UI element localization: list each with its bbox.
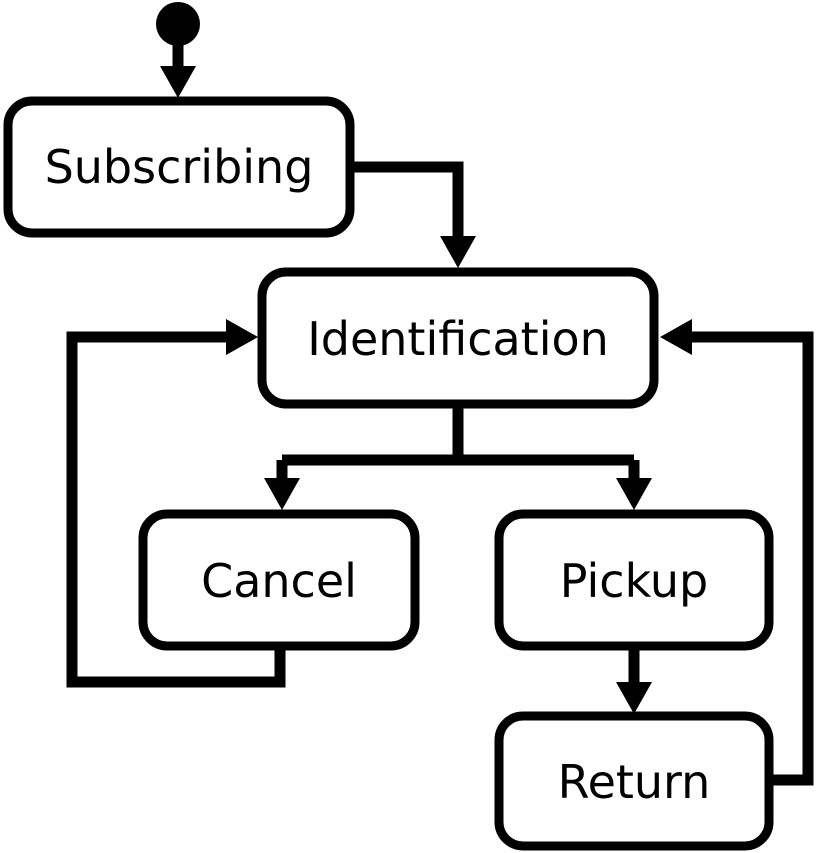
arrowhead-start-to-subscribing (160, 66, 196, 98)
edge-subscribing-to-identification (352, 161, 464, 240)
edge-identification-split (276, 404, 640, 482)
arrowhead-return-to-identification (660, 319, 692, 355)
arrowhead-identification-to-pickup (616, 478, 652, 510)
arrowhead-subscribing-to-identification (440, 236, 476, 268)
node-label-return: Return (558, 755, 711, 809)
node-return: Return (494, 711, 774, 851)
arrowhead-cancel-to-identification (226, 319, 258, 355)
node-subscribing: Subscribing (3, 96, 355, 238)
node-label-cancel: Cancel (201, 554, 357, 608)
node-identification: Identification (257, 267, 659, 409)
arrowhead-pickup-to-return (616, 682, 652, 714)
node-label-pickup: Pickup (560, 554, 708, 608)
edges (66, 44, 814, 786)
node-label-subscribing: Subscribing (45, 140, 314, 194)
node-pickup: Pickup (494, 509, 774, 651)
edge-return-to-identification (688, 331, 814, 786)
node-cancel: Cancel (138, 509, 420, 651)
arrowhead-identification-to-cancel (264, 478, 300, 510)
edge-cancel-to-identification (66, 331, 286, 688)
initial-state-dot (156, 2, 200, 46)
node-label-identification: Identification (307, 312, 609, 366)
